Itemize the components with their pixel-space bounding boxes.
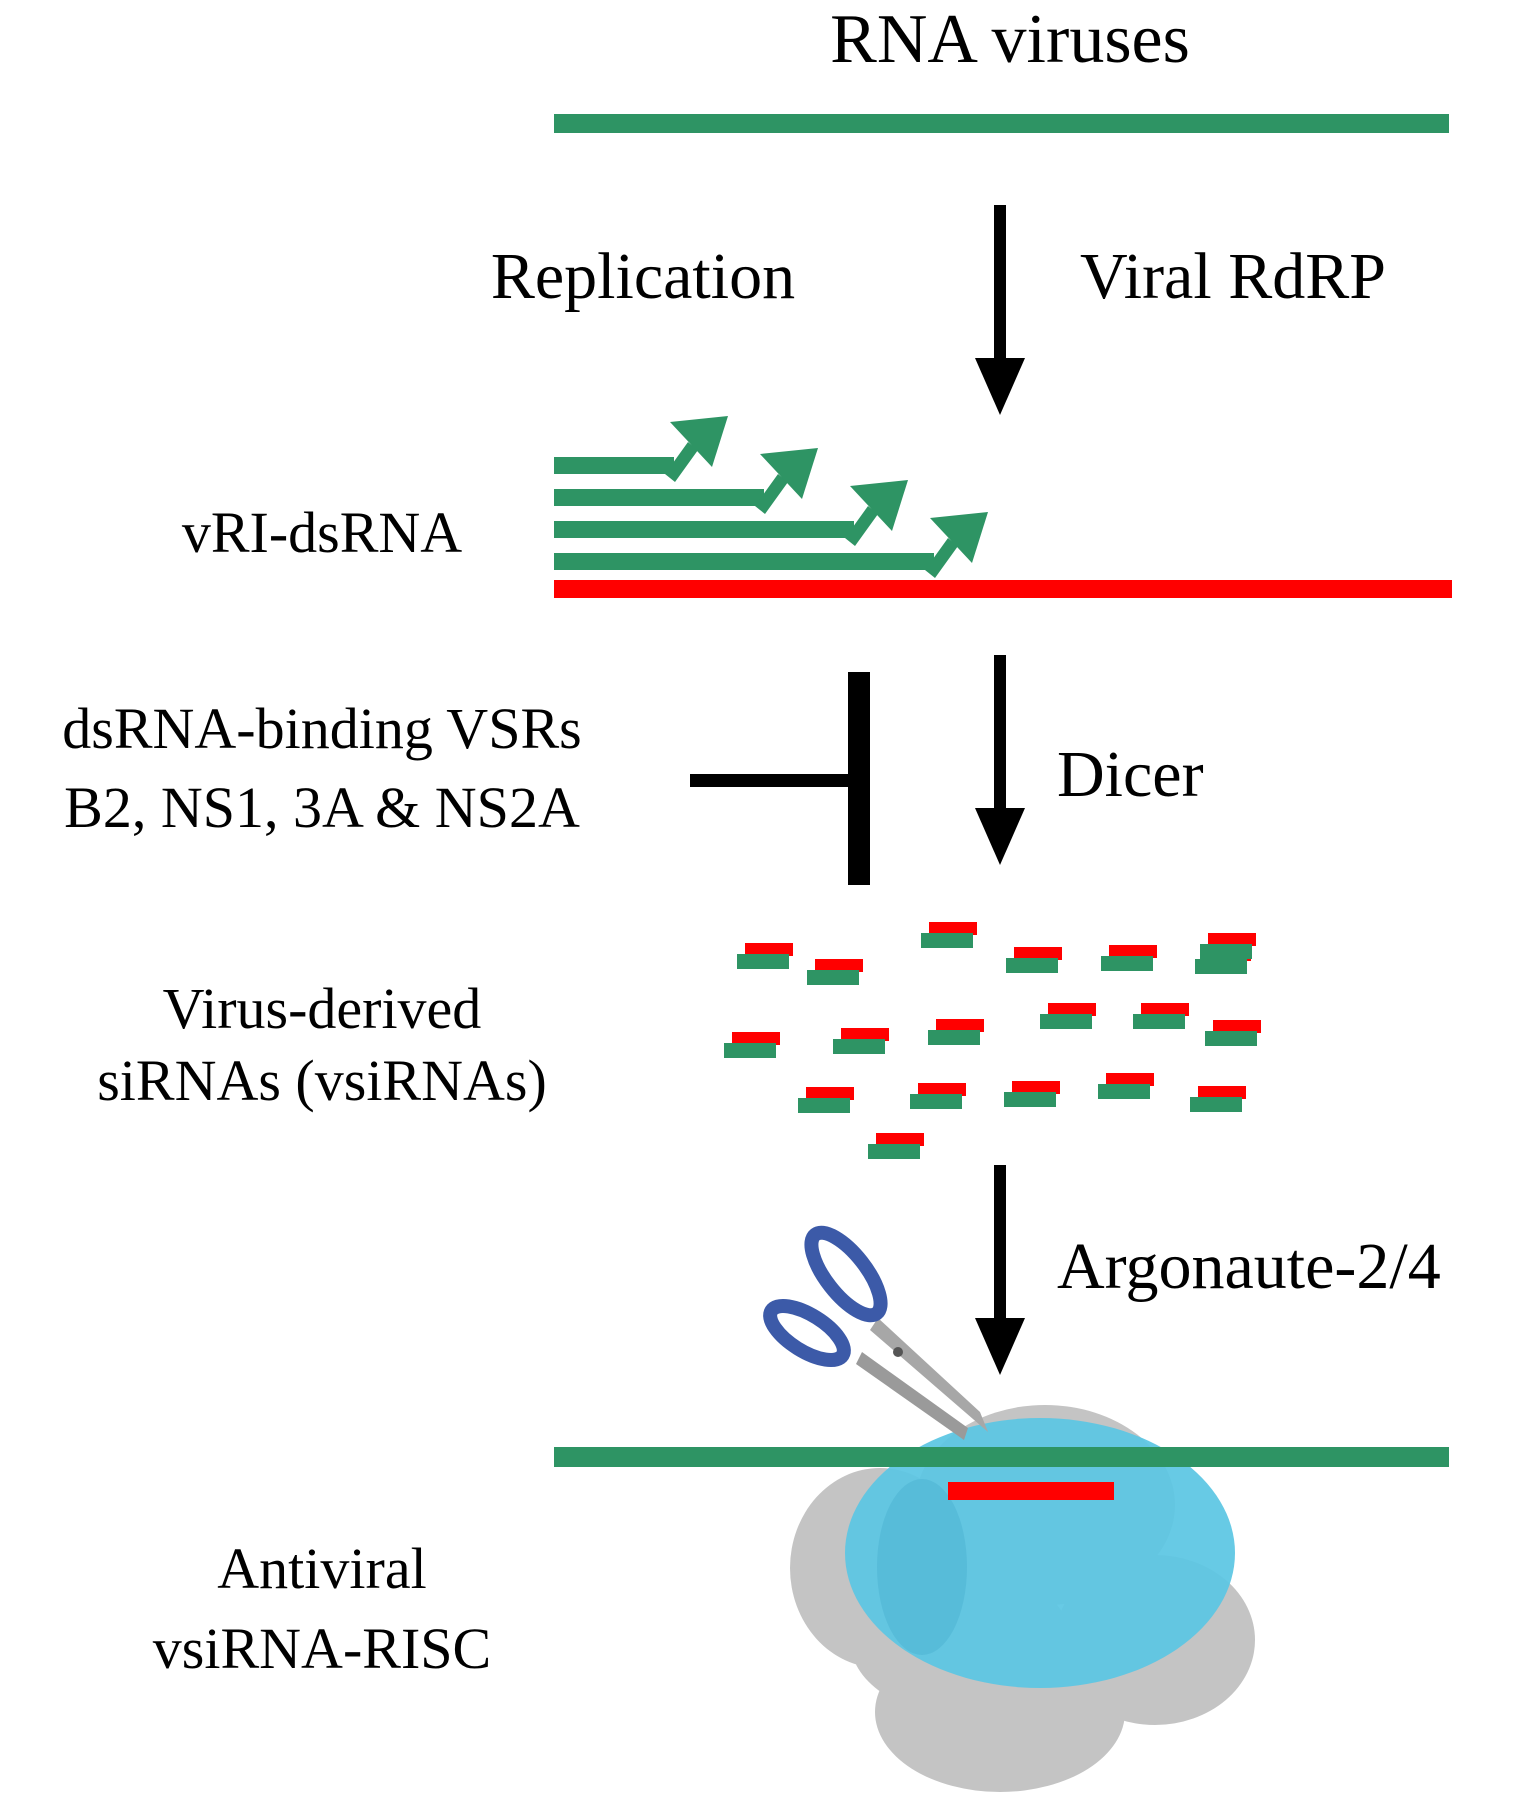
vsirna-duplex bbox=[1040, 1003, 1096, 1029]
vsirna-duplex bbox=[1004, 1081, 1060, 1107]
vsirna-duplex bbox=[737, 943, 793, 969]
nascent-strand bbox=[554, 480, 908, 546]
vsr-label-line1: dsRNA-binding VSRs bbox=[62, 696, 581, 761]
vsirna-label-line1: Virus-derived bbox=[163, 976, 482, 1041]
vsirna-duplex bbox=[1006, 947, 1062, 973]
risc-label-line1: Antiviral bbox=[217, 1536, 426, 1601]
vsirna-duplex bbox=[1101, 945, 1157, 971]
vsirna-duplex bbox=[798, 1087, 854, 1113]
vsirna-duplexes bbox=[724, 922, 1261, 1159]
vri-dsrna-label: vRI-dsRNA bbox=[182, 500, 462, 565]
vsirna-duplex bbox=[868, 1133, 924, 1159]
dicer-label: Dicer bbox=[1057, 738, 1204, 811]
argonaute-shade bbox=[877, 1479, 967, 1655]
viral-rna-strand bbox=[554, 114, 1449, 133]
viral-rdrp-label: Viral RdRP bbox=[1080, 240, 1386, 313]
vsirna-duplex bbox=[928, 1019, 984, 1045]
replication-label: Replication bbox=[491, 240, 795, 313]
target-viral-rna bbox=[554, 1447, 1449, 1467]
vsirna-duplex bbox=[807, 959, 863, 985]
vsirna-duplex bbox=[910, 1083, 966, 1109]
diagram-title: RNA viruses bbox=[830, 1, 1190, 78]
nascent-strand bbox=[554, 416, 728, 482]
nascent-strands bbox=[554, 416, 988, 578]
vsirna-duplex bbox=[724, 1032, 780, 1058]
nascent-strand bbox=[554, 448, 818, 514]
nascent-strand bbox=[554, 512, 988, 578]
vsirna-duplex bbox=[1098, 1073, 1154, 1099]
vsirna-duplex bbox=[1205, 1020, 1261, 1046]
replication-arrow bbox=[975, 205, 1025, 415]
vsirna-duplex bbox=[833, 1028, 889, 1054]
argonaute-arrow bbox=[975, 1165, 1025, 1375]
risc-label-line2: vsiRNA-RISC bbox=[153, 1616, 491, 1681]
vsirna-duplex bbox=[1190, 1086, 1246, 1112]
scissors-icon bbox=[763, 1225, 988, 1440]
vsirna-label-line2: siRNAs (vsiRNAs) bbox=[97, 1048, 547, 1113]
vsirna-duplex bbox=[1133, 1003, 1189, 1029]
vsirna-duplex bbox=[921, 922, 977, 948]
vsirna-duplex bbox=[1200, 933, 1256, 959]
vsr-label-line2: B2, NS1, 3A & NS2A bbox=[64, 775, 580, 840]
argonaute-label: Argonaute-2/4 bbox=[1057, 1230, 1441, 1303]
inhibition-symbol bbox=[690, 672, 870, 885]
template-strand bbox=[554, 580, 1452, 598]
guide-vsirna bbox=[948, 1482, 1114, 1500]
dicer-arrow bbox=[975, 655, 1025, 865]
